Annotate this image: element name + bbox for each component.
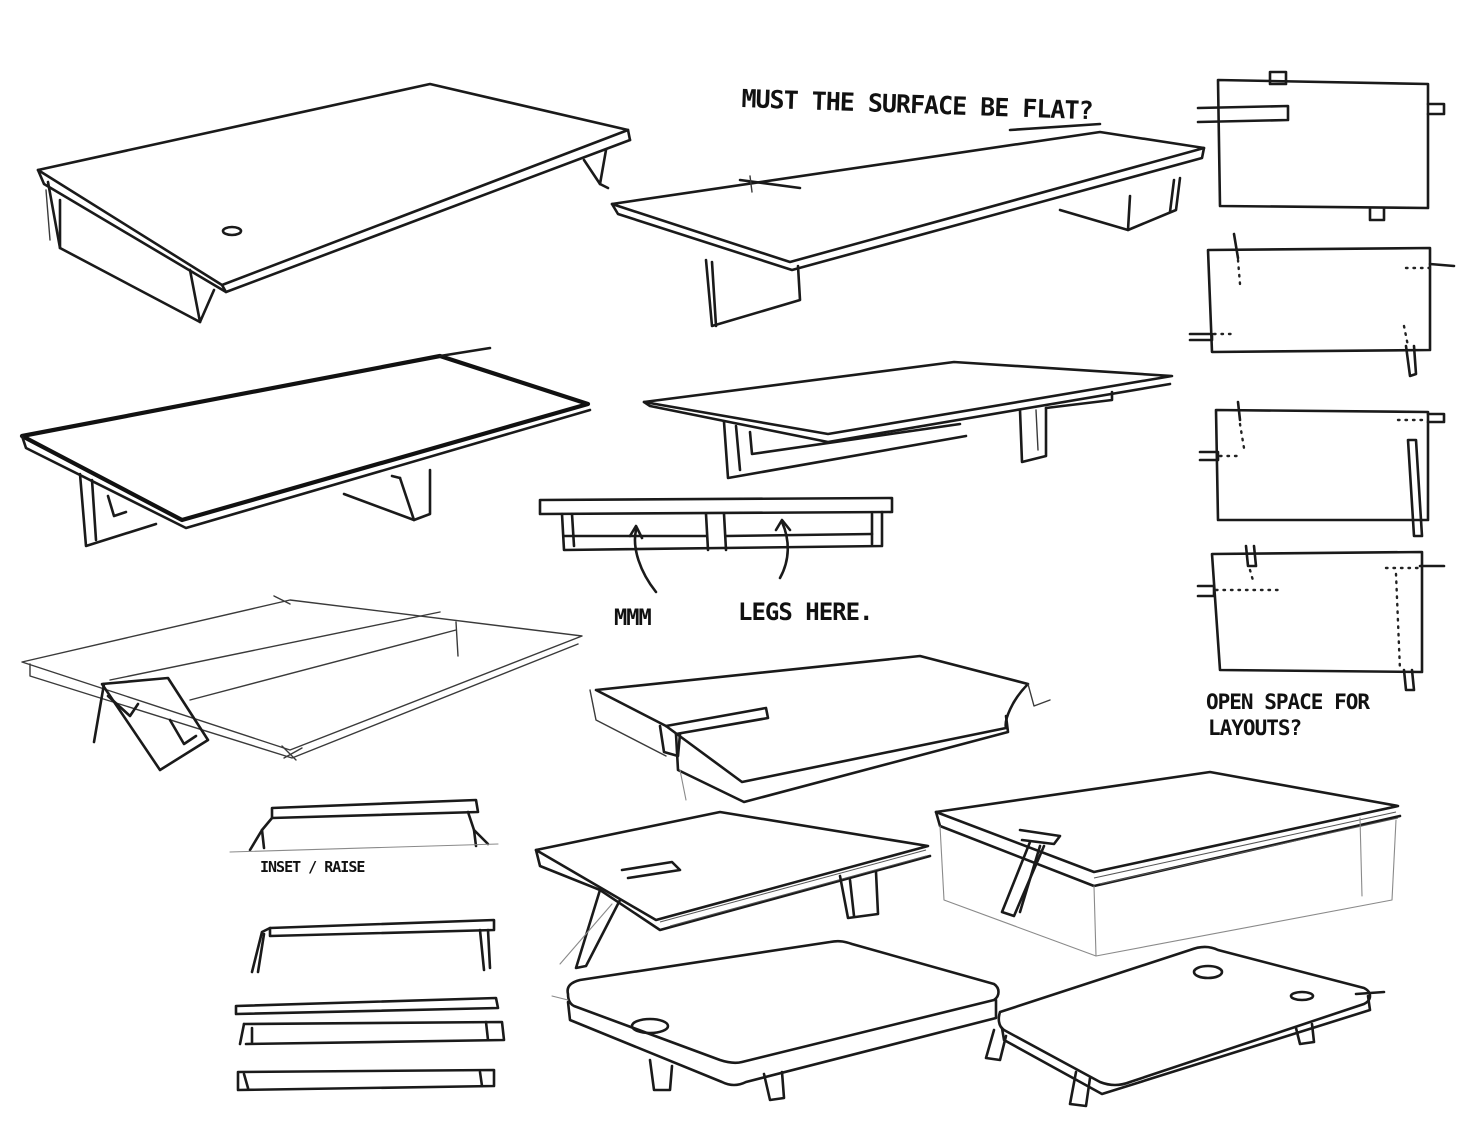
sketch-table-2 xyxy=(610,122,1206,328)
plan-view-4 xyxy=(1196,544,1446,692)
sketch-section-3 xyxy=(234,996,506,1092)
sketch-slab-1 xyxy=(589,654,1051,804)
sketch-section-inset xyxy=(229,798,499,853)
note-legs-here: LEGS HERE. xyxy=(738,598,873,626)
note-legs-left: MMM xyxy=(614,606,652,631)
sketch-table-3 xyxy=(19,346,592,548)
note-inset-raise: INSET / RAISE xyxy=(260,858,365,876)
sketch-section-2 xyxy=(250,918,496,974)
plan-view-2 xyxy=(1188,232,1456,378)
plan-view-1 xyxy=(1196,70,1446,222)
plan-view-3 xyxy=(1198,400,1446,538)
sketch-tray-2 xyxy=(984,945,1386,1108)
sketch-table-5 xyxy=(21,595,583,772)
note-open-space-line1: OPEN SPACE FOR xyxy=(1206,690,1370,714)
sketch-elevation-legs xyxy=(538,496,894,594)
sketch-slab-2 xyxy=(534,810,932,970)
sketch-tray-1 xyxy=(551,939,1000,1102)
note-open-space-line2: LAYOUTS? xyxy=(1208,716,1302,740)
sketch-table-1 xyxy=(36,82,632,324)
sketch-table-4 xyxy=(642,360,1174,480)
sketch-slab-3 xyxy=(934,770,1402,957)
